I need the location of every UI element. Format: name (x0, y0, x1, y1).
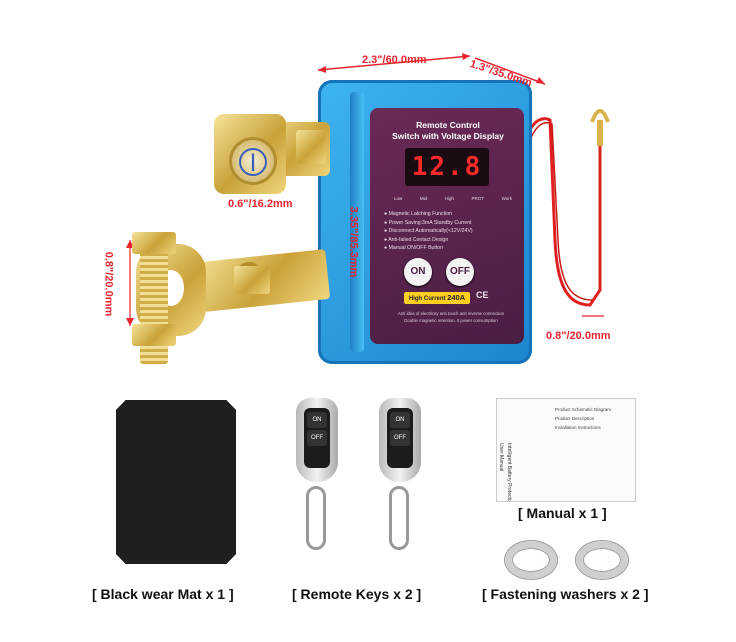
feature-item: ● Disconnect Automatically(<12V/24V) (384, 228, 473, 235)
panel-title-line2: Switch with Voltage Display (392, 131, 504, 141)
dimension-terminal: 0.6"/16.2mm (228, 198, 293, 210)
remote-2-off-button[interactable]: OFF (390, 430, 410, 446)
remote-1-on-button[interactable]: ON (307, 412, 327, 428)
panel-title-line1: Remote Control (416, 120, 480, 130)
keyring-icon (306, 486, 326, 550)
panel-footer: Anti idea of electricity anti touch anti… (397, 311, 505, 323)
control-panel (370, 108, 524, 344)
bracket-nut (234, 266, 270, 294)
mode-indicators: Low Mid High PROT Work (394, 196, 512, 201)
mode-high: High (444, 196, 454, 201)
side-rail (350, 92, 364, 352)
dimension-clamp: 0.8"/20.0mm (102, 251, 115, 317)
clamp-nut-bottom (132, 324, 176, 346)
feature-item: ● Anti-failed Contact Design (384, 236, 449, 243)
dimension-width: 2.3"/60.0mm (362, 54, 427, 66)
panel-title: Remote Control Switch with Voltage Displ… (378, 120, 518, 142)
feature-item: ● Power Saving:3mA Standby Current (384, 219, 472, 226)
caption-remotes: [ Remote Keys x 2 ] (292, 586, 422, 602)
mode-mid: Mid (419, 196, 428, 201)
remote-2-on-button[interactable]: ON (390, 412, 410, 428)
top-nut (296, 130, 326, 164)
caption-mat: [ Black wear Mat x 1 ] (92, 586, 234, 602)
dimension-height: 3.35"/85.3mm (347, 206, 360, 278)
ce-mark: CE (476, 290, 489, 300)
current-rating-badge: High Current 240A (404, 292, 470, 304)
washer-2 (576, 541, 628, 579)
keyring-icon (389, 486, 409, 550)
manual-subtitle: User Manual (498, 443, 504, 472)
on-button[interactable]: ON (404, 258, 432, 286)
off-button[interactable]: OFF (446, 258, 474, 286)
manual-title: Intelligent Battery Protector for Cars (506, 443, 512, 502)
remote-1-off-button[interactable]: OFF (307, 430, 327, 446)
user-manual: Intelligent Battery Protector for Cars U… (496, 398, 636, 502)
mode-work: Work (501, 196, 512, 201)
feature-list: ● Magnetic Latching Function ● Power Sav… (384, 210, 522, 253)
negative-sign-icon: | (239, 148, 267, 176)
dimension-wire: 0.8"/20.0mm (546, 330, 611, 342)
caption-manual: [ Manual x 1 ] (518, 505, 607, 521)
black-wear-mat (116, 400, 236, 564)
caption-washers: [ Fastening washers x 2 ] (482, 586, 649, 602)
clamp-nut-top (132, 232, 176, 254)
feature-item: ● Magnetic Latching Function (384, 211, 453, 217)
mode-low: Low (394, 196, 403, 201)
mode-prot: PROT (471, 196, 484, 201)
washer-1 (505, 541, 557, 579)
feature-item: ● Manual ON/OFF Button (384, 245, 444, 252)
voltage-display: 12.8 (405, 148, 489, 186)
